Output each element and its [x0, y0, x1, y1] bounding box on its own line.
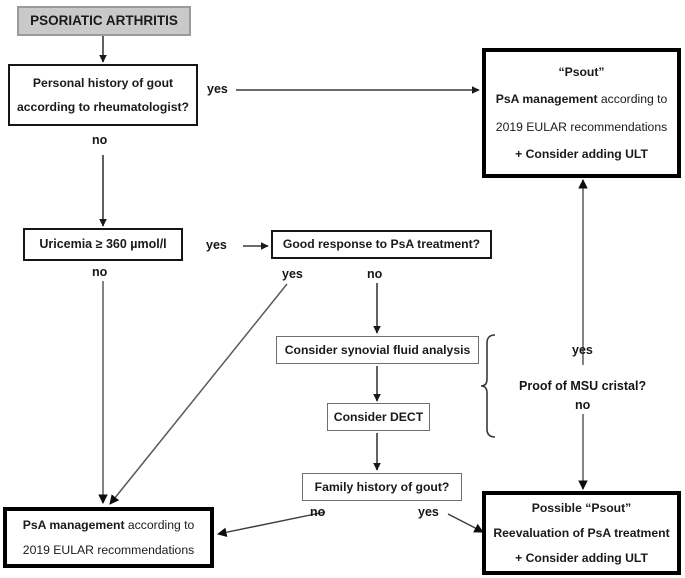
- edge-label-family-history-yes: yes: [418, 505, 439, 519]
- node-psout-line-4: + Consider adding ULT: [515, 146, 648, 161]
- node-synovial-line-1: Consider synovial fluid analysis: [284, 342, 471, 357]
- edge-label-uricemia-yes: yes: [206, 238, 227, 252]
- node-personal-history-line-1: Personal history of gout: [32, 75, 174, 90]
- node-start-line-1: PSORIATIC ARTHRITIS: [30, 13, 178, 29]
- edge-label-msu-yes: yes: [572, 343, 593, 357]
- edge-label-personal-history-no: no: [92, 133, 108, 147]
- edge-label-family-history-no: no: [310, 505, 326, 519]
- node-psout-line-2-rest: according to: [597, 92, 668, 107]
- wire-family-history-yes-to-possible-psout: [447, 513, 484, 533]
- wire-good-response-yes-to-psa-management: [109, 283, 288, 505]
- edge-label-uricemia-no: no: [92, 265, 108, 279]
- node-possible-psout-line-3: + Consider adding ULT: [515, 551, 648, 566]
- node-personal-history-line-2: according to rheumatologist?: [17, 100, 189, 114]
- node-psa-management-line-1-bold: PsA management: [22, 517, 125, 532]
- node-psa-management-line-1-rest: according to: [124, 517, 195, 532]
- node-good-response[interactable]: Good response to PsA treatment?: [271, 230, 492, 259]
- edge-label-msu-no: no: [575, 398, 591, 412]
- node-dect-line-1: Consider DECT: [333, 409, 424, 424]
- node-possible-psout-line-2: Reevaluation of PsA treatment: [493, 525, 670, 540]
- node-psa-management[interactable]: PsA management according to 2019 EULAR r…: [3, 507, 214, 568]
- edge-label-personal-history-yes: yes: [207, 82, 228, 96]
- brace-msu-group: [480, 334, 496, 438]
- node-possible-psout-line-1: Possible “Psout”: [531, 500, 632, 515]
- node-family-history-line-1: Family history of gout?: [314, 479, 450, 494]
- node-synovial-fluid-analysis[interactable]: Consider synovial fluid analysis: [276, 336, 479, 364]
- node-possible-psout[interactable]: Possible “Psout” Reevaluation of PsA tre…: [482, 491, 681, 575]
- node-psout-line-2-bold: PsA management: [495, 92, 598, 107]
- node-psa-management-line-2: 2019 EULAR recommendations: [22, 543, 195, 557]
- node-psout[interactable]: “Psout” PsA management according to 2019…: [482, 48, 681, 178]
- node-psout-line-2: PsA management according to: [496, 92, 668, 106]
- node-psout-line-1: “Psout”: [558, 65, 605, 80]
- node-uricemia[interactable]: Uricemia ≥ 360 µmol/l: [23, 228, 183, 261]
- node-good-response-line-1: Good response to PsA treatment?: [282, 237, 481, 252]
- node-psa-management-line-1: PsA management according to: [23, 518, 195, 532]
- node-family-history[interactable]: Family history of gout?: [302, 473, 462, 501]
- label-proof-of-msu-cristal: Proof of MSU cristal?: [519, 379, 647, 393]
- edge-label-good-response-yes: yes: [282, 267, 303, 281]
- node-personal-history[interactable]: Personal history of gout according to rh…: [8, 64, 198, 126]
- node-uricemia-line-1: Uricemia ≥ 360 µmol/l: [39, 237, 167, 252]
- node-psout-line-3: 2019 EULAR recommendations: [495, 119, 668, 134]
- node-start[interactable]: PSORIATIC ARTHRITIS: [17, 6, 191, 36]
- edge-label-good-response-no: no: [367, 267, 383, 281]
- node-consider-dect[interactable]: Consider DECT: [327, 403, 430, 431]
- wire-family-history-no-to-psa-management: [217, 511, 326, 537]
